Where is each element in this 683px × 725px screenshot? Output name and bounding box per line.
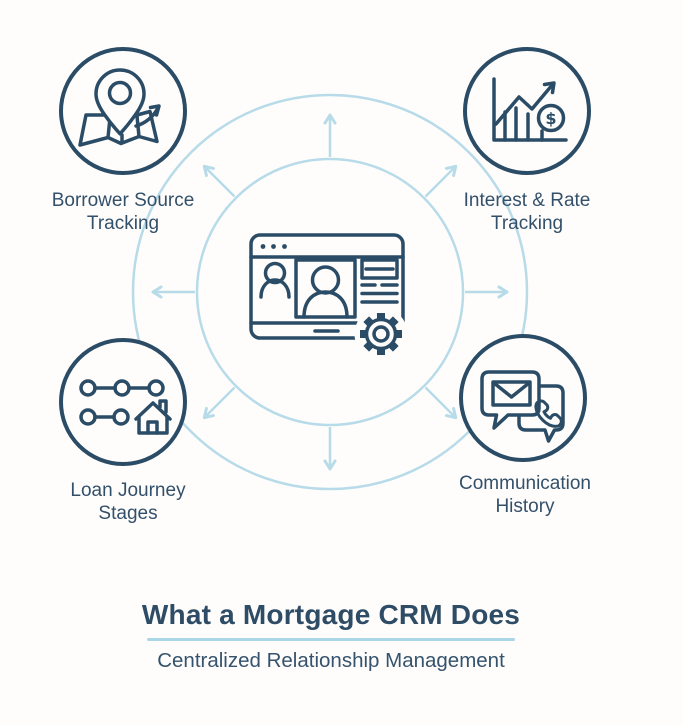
house-icon — [134, 399, 172, 435]
arrow-southeast-icon — [424, 386, 458, 420]
infographic-subtitle: Centralized Relationship Management — [157, 649, 505, 672]
node-label-borrower-source: Borrower Source Tracking — [51, 190, 195, 234]
arrow-southwest-icon — [202, 386, 236, 420]
node-label-loan-journey: Loan Journey Stages — [70, 480, 186, 524]
growth-chart-dollar-icon: $ — [492, 77, 568, 142]
node-circle-communication — [459, 334, 587, 462]
node-label-interest-rate: Interest & Rate Tracking — [463, 190, 591, 234]
footer-title-block: What a Mortgage CRM Does Centralized Rel… — [0, 599, 662, 673]
contact-person-icon — [259, 261, 291, 299]
map-location-pin-icon — [78, 68, 161, 147]
browser-dots-icon — [260, 244, 287, 249]
crm-browser-window-icon — [249, 233, 408, 361]
journey-steps-house-icon — [79, 379, 172, 435]
radiating-arrows — [151, 113, 509, 471]
profile-photo-icon — [294, 258, 357, 319]
gear-icon — [354, 307, 408, 361]
node-circle-loan-journey — [59, 338, 187, 466]
dollar-sign-glyph: $ — [545, 109, 556, 128]
profile-details-lines — [360, 258, 399, 304]
node-circle-interest-rate: $ — [463, 47, 591, 175]
node-label-communication: Communication History — [459, 473, 591, 517]
inner-hub-circle — [195, 157, 465, 427]
phone-handset-icon — [534, 399, 563, 428]
arrow-northeast-icon — [424, 164, 458, 198]
node-circle-borrower-source — [59, 47, 187, 175]
arrow-northwest-icon — [202, 164, 236, 198]
envelope-icon — [491, 380, 532, 407]
title-underline — [147, 638, 515, 641]
outer-cycle-circle — [131, 93, 529, 491]
mail-phone-bubbles-icon — [480, 370, 565, 443]
infographic-title: What a Mortgage CRM Does — [141, 599, 521, 630]
